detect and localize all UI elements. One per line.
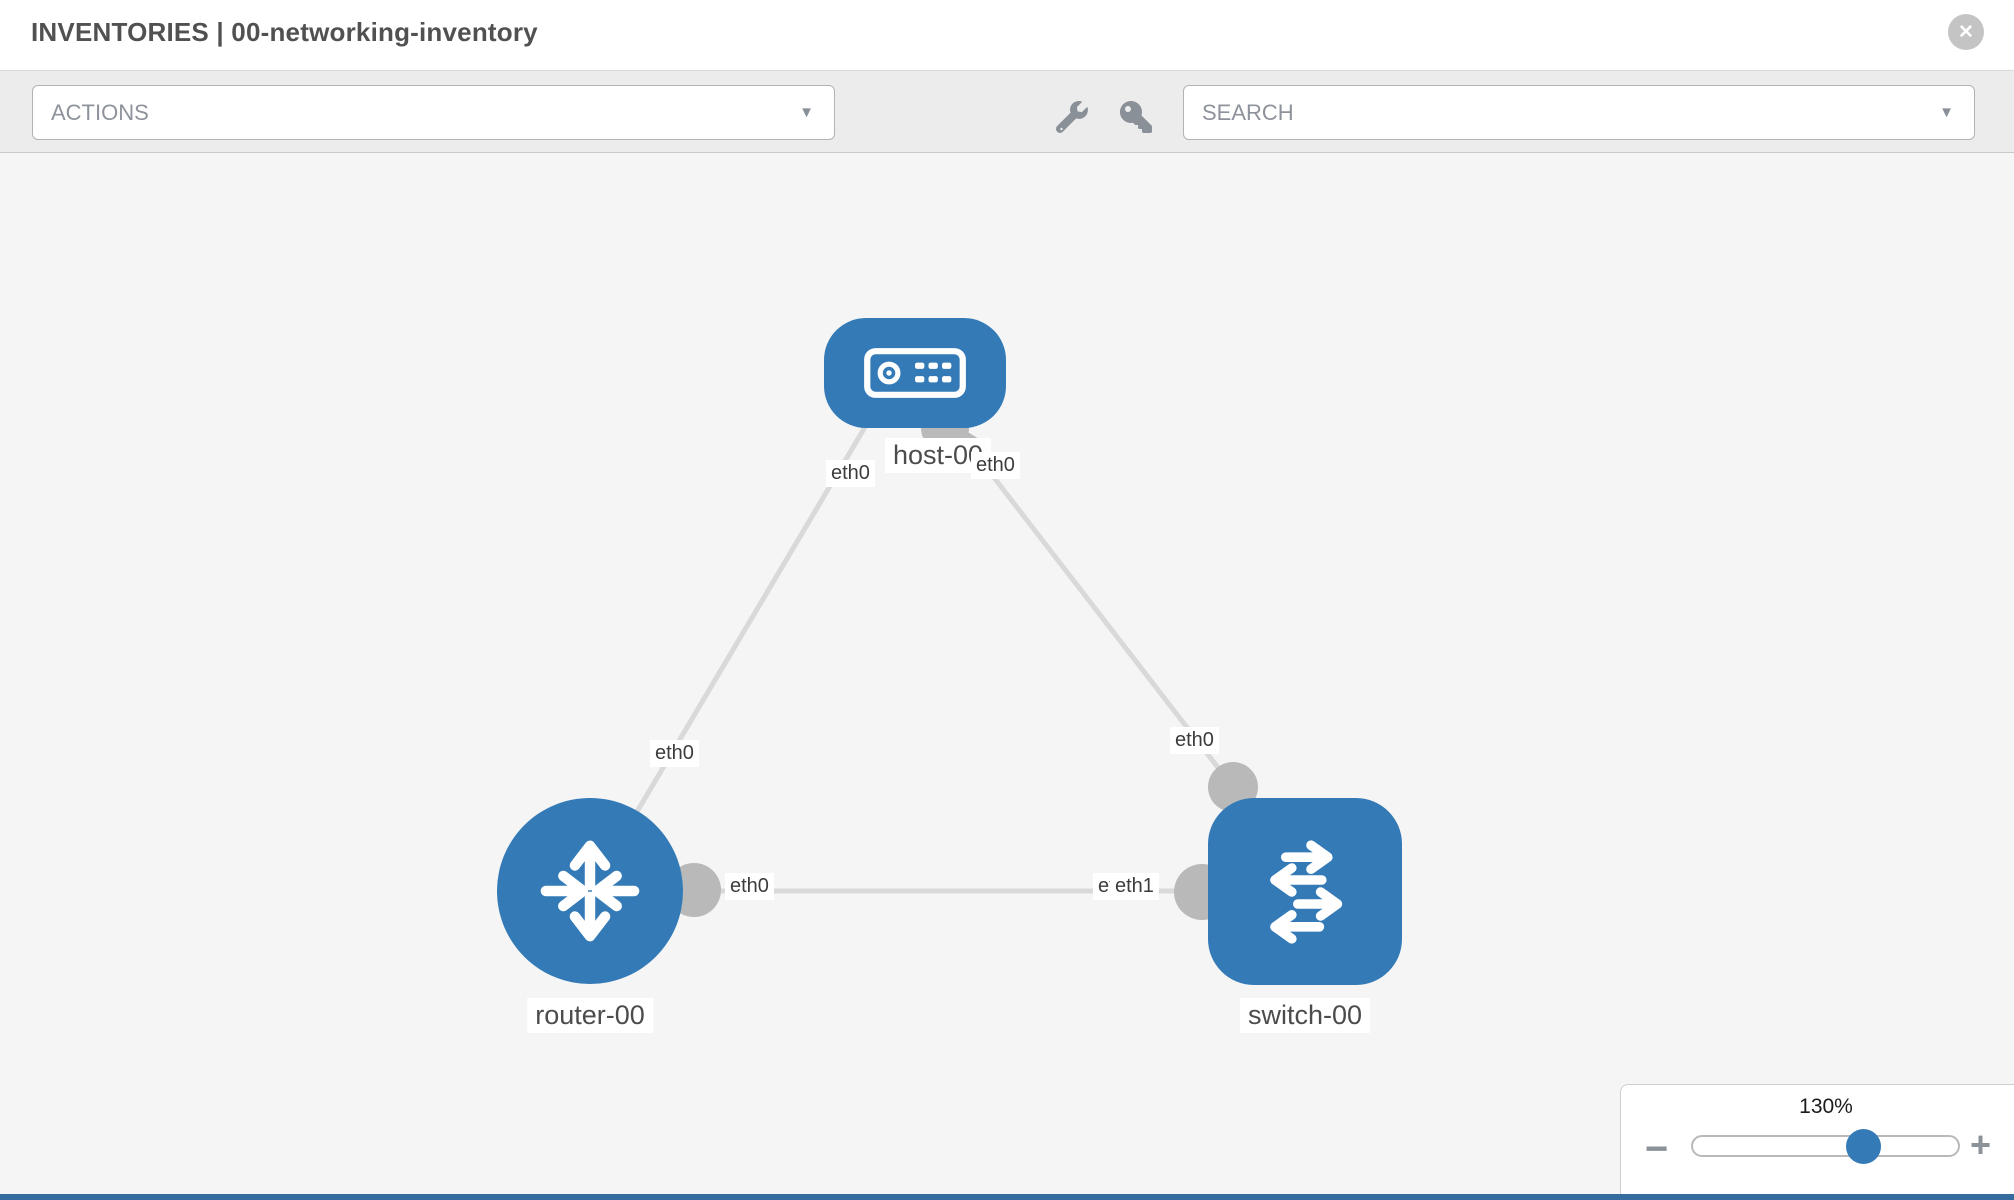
- topology-links-layer: [587, 404, 1305, 920]
- iface-label-router-host: eth0: [650, 740, 699, 767]
- node-label-switch: switch-00: [1239, 998, 1371, 1033]
- zoom-out-button[interactable]: −: [1645, 1129, 1668, 1169]
- topology-canvas[interactable]: host-00 router-00 switch-00 eth0 eth0 et…: [0, 153, 2014, 1200]
- iface-label-switch-router-over: eth1: [1110, 873, 1159, 900]
- node-host-00[interactable]: [824, 318, 1006, 428]
- wrench-icon: [1055, 100, 1088, 133]
- credentials-button[interactable]: [1120, 101, 1152, 133]
- zoom-in-button[interactable]: +: [1970, 1127, 1991, 1163]
- node-router-00[interactable]: [497, 798, 683, 984]
- iface-label-router-switch: eth0: [725, 873, 774, 900]
- bottom-accent-bar: [0, 1194, 2014, 1200]
- search-dropdown-label: SEARCH: [1202, 99, 1294, 125]
- node-label-router: router-00: [527, 998, 653, 1033]
- switch-icon: [1270, 839, 1343, 944]
- link-host-switch[interactable]: [946, 416, 1235, 789]
- actions-dropdown[interactable]: ACTIONS ▼: [32, 85, 835, 140]
- plus-icon: +: [1970, 1124, 1992, 1165]
- zoom-panel: 130% − +: [1620, 1084, 2014, 1200]
- host-icon: [864, 348, 966, 398]
- page-title: INVENTORIES | 00-networking-inventory: [31, 17, 538, 47]
- close-icon: ✕: [1958, 21, 1974, 43]
- minus-icon: −: [1645, 1127, 1669, 1171]
- close-button[interactable]: ✕: [1948, 14, 1984, 50]
- key-icon: [1120, 101, 1152, 133]
- zoom-level: 130%: [1799, 1095, 1853, 1118]
- iface-label-host-router: eth0: [826, 460, 875, 487]
- search-dropdown[interactable]: SEARCH ▼: [1183, 85, 1975, 140]
- chevron-down-icon: ▼: [799, 104, 814, 121]
- node-switch-00[interactable]: [1208, 798, 1402, 985]
- zoom-slider-track[interactable]: [1691, 1135, 1960, 1157]
- router-icon: [540, 840, 640, 942]
- actions-dropdown-label: ACTIONS: [51, 99, 149, 125]
- header: INVENTORIES | 00-networking-inventory ✕: [0, 0, 2014, 71]
- iface-label-switch-host: eth0: [1170, 727, 1219, 754]
- zoom-slider-knob[interactable]: [1846, 1129, 1881, 1164]
- toolbar: ACTIONS ▼ SEARCH ▼: [0, 71, 2014, 153]
- iface-label-host-switch: eth0: [971, 452, 1020, 479]
- chevron-down-icon: ▼: [1939, 104, 1954, 121]
- tools-button[interactable]: [1055, 100, 1088, 133]
